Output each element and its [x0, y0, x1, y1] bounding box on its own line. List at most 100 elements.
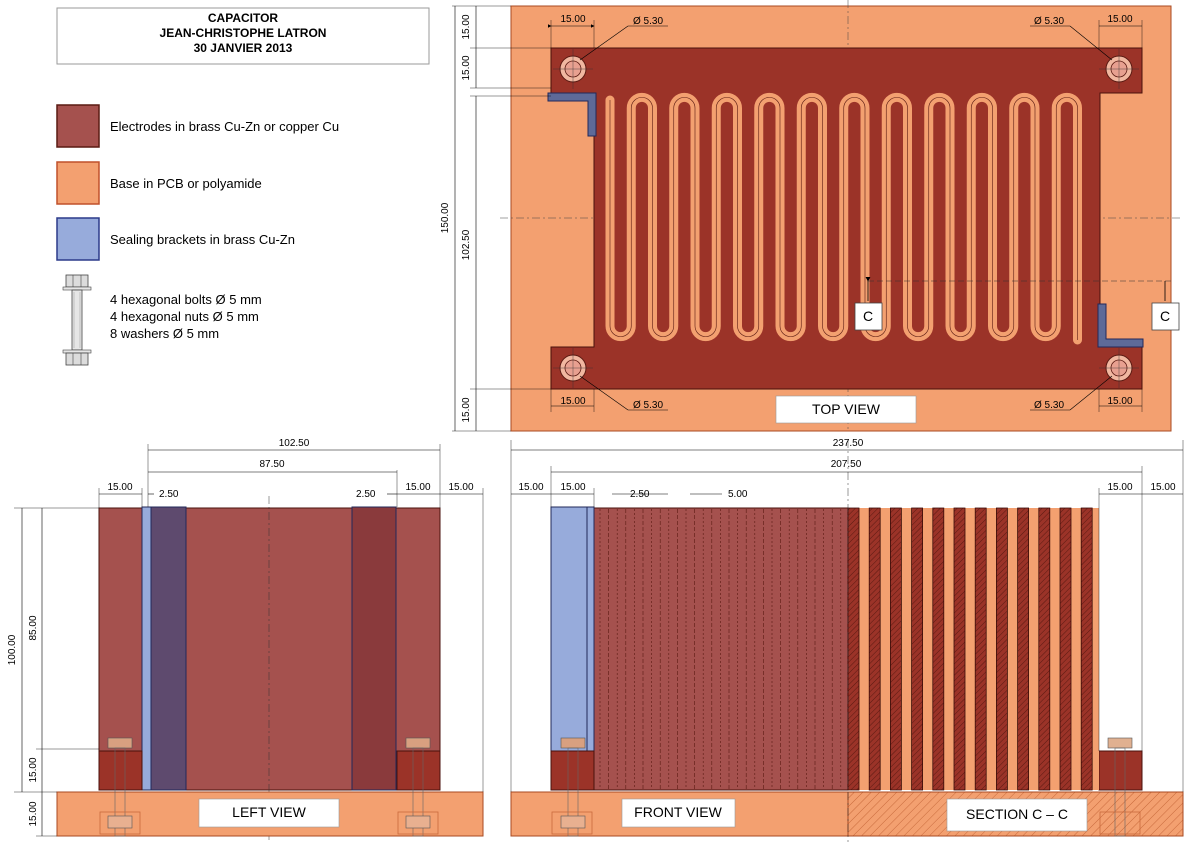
dim-second-margin: 15.00 — [461, 55, 472, 80]
left-view: 102.50 87.50 15.00 2.50 2.50 15.00 15.00… — [7, 438, 484, 842]
title-line-2: JEAN-CHRISTOPHE LATRON — [160, 26, 327, 40]
section-plate — [932, 507, 945, 791]
section-plate — [911, 507, 923, 791]
bolt-icon — [62, 274, 92, 366]
dim-front-outer-left: 15.00 — [518, 482, 543, 493]
dim-left-height-electrode: 85.00 — [28, 615, 39, 640]
front-view-electrode-stack — [593, 507, 849, 791]
top-view-vertical-dims: 150.00 15.00 15.00 102.50 15.00 — [440, 5, 551, 432]
left-view-bolt-left — [99, 737, 141, 837]
legend: Electrodes in brass Cu-Zn or copper Cu B… — [56, 104, 339, 366]
section-mark-label-2: C — [1160, 308, 1170, 324]
left-view-horizontal-dims: 102.50 87.50 15.00 2.50 2.50 15.00 15.00 — [98, 438, 484, 792]
section-plate — [847, 507, 860, 791]
legend-label-base: Base in PCB or polyamide — [110, 176, 262, 191]
left-view-bracket-right — [351, 506, 397, 791]
legend-label-bolts: 4 hexagonal bolts Ø 5 mm — [110, 292, 262, 307]
dim-front-block-right: 15.00 — [1107, 482, 1132, 493]
legend-swatch-base — [56, 161, 100, 205]
dim-left-height-block: 15.00 — [28, 757, 39, 782]
dim-left-outer-right: 15.00 — [448, 482, 473, 493]
left-view-bracket-left — [141, 506, 152, 791]
front-view-block-left — [550, 750, 595, 791]
hole-label-br: Ø 5.30 — [1034, 400, 1064, 411]
left-view-label: LEFT VIEW — [232, 804, 306, 820]
dim-front-block-left: 15.00 — [560, 482, 585, 493]
top-view-serpentine-edge — [609, 97, 1078, 340]
front-view-dims: 237.50 207.50 15.00 15.00 2.50 5.00 15.0… — [510, 438, 1184, 792]
dim-left-right-margin: 15.00 — [405, 482, 430, 493]
section-bolt-right — [1099, 737, 1141, 837]
dim-left-overall: 102.50 — [279, 438, 310, 449]
section-mark-2: C — [1151, 281, 1180, 331]
section-plate — [974, 507, 987, 791]
title-block: CAPACITOR JEAN-CHRISTOPHE LATRON 30 JANV… — [56, 7, 430, 65]
legend-label-nuts: 4 hexagonal nuts Ø 5 mm — [110, 309, 259, 324]
front-view: 237.50 207.50 15.00 15.00 2.50 5.00 15.0… — [510, 438, 1184, 842]
top-view-bracket-bottom — [1097, 303, 1144, 348]
section-plate — [1038, 507, 1051, 791]
dim-front-outer-right: 15.00 — [1150, 482, 1175, 493]
left-view-vertical-dims: 100.00 85.00 15.00 15.00 — [7, 507, 99, 837]
hole-label-tr: Ø 5.30 — [1034, 16, 1064, 27]
legend-label-electrodes: Electrodes in brass Cu-Zn or copper Cu — [110, 119, 339, 134]
dim-front-gap-pitch: 5.00 — [728, 489, 748, 500]
dim-left-bracket-left: 2.50 — [159, 489, 179, 500]
dim-top-margin: 15.00 — [461, 14, 472, 39]
section-plates — [847, 507, 1093, 791]
top-view-label: TOP VIEW — [812, 401, 881, 417]
front-view-label: FRONT VIEW — [634, 804, 722, 820]
dim-corner-bl: 15.00 — [560, 396, 585, 407]
section-plate — [953, 507, 966, 791]
section-plate — [996, 507, 1008, 791]
legend-label-brackets: Sealing brackets in brass Cu-Zn — [110, 232, 295, 247]
dim-left-margin: 15.00 — [107, 482, 132, 493]
dim-left-bracket-right: 2.50 — [356, 489, 376, 500]
front-view-bolt-left — [551, 737, 593, 837]
legend-label-washers: 8 washers Ø 5 mm — [110, 326, 219, 341]
left-view-bolt-right — [397, 737, 439, 837]
title-line-3: 30 JANVIER 2013 — [194, 41, 293, 55]
top-view-hole-callouts: Ø 5.30 Ø 5.30 Ø 5.30 Ø 5.30 — [579, 16, 1113, 411]
hole-bottom-right — [1099, 348, 1139, 388]
section-plate — [1080, 507, 1093, 791]
section-plate — [1017, 507, 1029, 791]
legend-swatch-brackets — [56, 217, 100, 261]
front-view-plate-lines — [599, 509, 842, 789]
hole-label-tl: Ø 5.30 — [633, 16, 663, 27]
front-view-bracket-flange — [586, 506, 595, 791]
dim-left-height-total: 100.00 — [7, 634, 18, 665]
section-background — [848, 508, 1099, 790]
hole-bottom-left — [553, 348, 593, 388]
dim-corner-br: 15.00 — [1107, 396, 1132, 407]
section-plate — [1059, 507, 1072, 791]
hole-top-left — [553, 49, 593, 89]
left-view-bracket-left-face — [150, 506, 187, 791]
dim-corner-tr: 15.00 — [1107, 14, 1132, 25]
left-view-block-right — [396, 750, 441, 791]
dim-left-height-base: 15.00 — [28, 801, 39, 826]
dim-front-plate-pitch: 2.50 — [630, 489, 650, 500]
top-view-bracket-top — [547, 92, 597, 137]
dim-inner-height: 102.50 — [461, 229, 472, 260]
top-view: Ø 5.30 Ø 5.30 Ø 5.30 Ø 5.30 15.00 15.00 … — [440, 0, 1180, 432]
section-plate — [868, 507, 881, 791]
left-view-block-left — [98, 750, 143, 791]
section-plate — [890, 507, 902, 791]
hole-top-right — [1099, 49, 1139, 89]
dim-front-inner: 207.50 — [831, 459, 862, 470]
section-view-label: SECTION C – C — [966, 806, 1068, 822]
top-view-corner-dims: 15.00 15.00 15.00 15.00 — [548, 14, 1143, 412]
section-mark-1: C — [854, 277, 1172, 331]
dim-overall-height: 150.00 — [440, 202, 451, 233]
section-mark-label-1: C — [863, 308, 873, 324]
front-view-block-right — [1098, 750, 1143, 791]
legend-swatch-electrodes — [56, 104, 100, 148]
dim-corner-tl: 15.00 — [560, 14, 585, 25]
dim-bottom-margin: 15.00 — [461, 397, 472, 422]
dim-front-overall: 237.50 — [833, 438, 864, 449]
hole-label-bl: Ø 5.30 — [633, 400, 663, 411]
title-line-1: CAPACITOR — [208, 11, 279, 25]
dim-left-inner: 87.50 — [259, 459, 284, 470]
